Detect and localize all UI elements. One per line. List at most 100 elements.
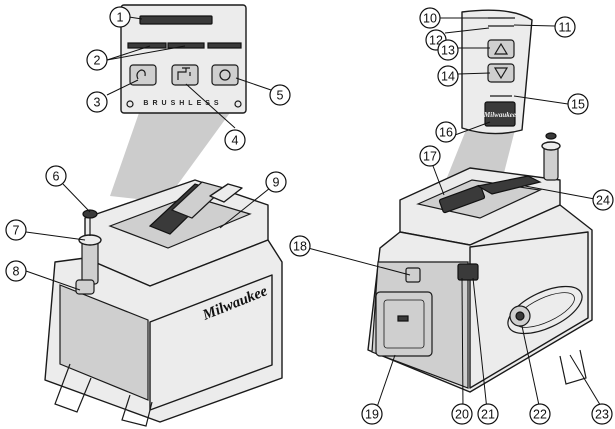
leader-6 xyxy=(62,183,91,213)
svg-text:24: 24 xyxy=(596,194,610,208)
callout-22: 22 xyxy=(529,403,551,425)
faucet-icon xyxy=(177,67,191,80)
leader-2b xyxy=(106,45,186,61)
svg-text:4: 4 xyxy=(232,134,239,148)
callout-15: 15 xyxy=(567,93,589,115)
callout-4: 4 xyxy=(224,129,246,151)
callout-20: 20 xyxy=(451,403,473,425)
leader-9 xyxy=(219,187,271,229)
left-outlet-fitting xyxy=(75,279,95,295)
left-foot-front xyxy=(54,363,92,413)
display-window xyxy=(139,15,213,25)
right-valve-cap xyxy=(541,141,561,151)
svg-text:21: 21 xyxy=(481,408,495,422)
brushless-label: BRUSHLESS xyxy=(143,100,222,107)
callout-23: 23 xyxy=(591,403,613,425)
callout-14: 14 xyxy=(437,65,459,87)
leader-23 xyxy=(569,354,603,409)
right-side-panel xyxy=(469,231,589,389)
callouts: 1 2 3 4 5 6 7 8 9 10 11 12 13 14 15 16 1… xyxy=(5,6,614,425)
svg-text:7: 7 xyxy=(13,224,20,238)
indicator-bar-center xyxy=(167,42,205,49)
callout-13: 13 xyxy=(437,39,459,61)
right-pressure-valve xyxy=(543,145,559,181)
leader-21 xyxy=(472,277,488,411)
svg-text:11: 11 xyxy=(559,21,572,35)
leader-22 xyxy=(521,325,541,411)
svg-text:3: 3 xyxy=(94,96,101,110)
svg-text:16: 16 xyxy=(439,126,453,140)
left-pressure-valve xyxy=(81,239,99,285)
left-inset-frame xyxy=(120,4,247,114)
indicator-bar-right xyxy=(207,42,242,49)
down-button xyxy=(487,63,515,83)
storage-door xyxy=(375,291,433,357)
leader-5 xyxy=(235,77,272,91)
right-battery xyxy=(438,184,486,214)
svg-text:18: 18 xyxy=(293,240,307,254)
callout-8: 8 xyxy=(5,260,27,282)
svg-text:5: 5 xyxy=(277,89,284,103)
down-arrow-icon xyxy=(493,67,509,80)
callout-2: 2 xyxy=(86,49,108,71)
leader-11 xyxy=(513,24,556,27)
left-control-panel-inset: BRUSHLESS xyxy=(110,4,247,202)
left-inset-projection xyxy=(110,110,232,202)
svg-text:2: 2 xyxy=(94,54,101,68)
power-button xyxy=(211,64,239,86)
leader-2a xyxy=(106,45,151,61)
svg-text:15: 15 xyxy=(571,98,585,112)
svg-text:8: 8 xyxy=(13,265,20,279)
callout-7: 7 xyxy=(5,219,27,241)
leader-12 xyxy=(444,27,490,34)
mode-button xyxy=(129,64,157,86)
leader-15 xyxy=(513,95,569,105)
water-inlet xyxy=(457,263,479,281)
leader-1 xyxy=(128,16,143,20)
inset-brand-logo: Milwaukee xyxy=(483,111,516,119)
storage-door-recess xyxy=(383,299,425,349)
hose-coil-outer xyxy=(507,285,583,335)
leader-18 xyxy=(307,247,411,276)
up-arrow-icon xyxy=(493,42,509,55)
left-machine: Milwaukee xyxy=(44,179,283,427)
right-machine xyxy=(367,132,593,393)
svg-text:6: 6 xyxy=(53,170,60,184)
leader-lines xyxy=(25,16,603,411)
leader-7 xyxy=(25,231,86,241)
left-side-panel xyxy=(149,274,273,411)
svg-text:19: 19 xyxy=(365,408,379,422)
hose-connector xyxy=(405,267,421,283)
left-valve-knob xyxy=(82,209,98,219)
right-valve-knob xyxy=(545,132,557,140)
callout-21: 21 xyxy=(477,403,499,425)
svg-text:9: 9 xyxy=(273,176,280,190)
callout-3: 3 xyxy=(86,91,108,113)
callout-17: 17 xyxy=(419,145,441,167)
storage-door-latch xyxy=(397,315,409,322)
svg-text:23: 23 xyxy=(595,408,609,422)
leader-3 xyxy=(106,79,139,96)
right-carry-handle xyxy=(476,175,542,195)
leader-16 xyxy=(454,121,491,136)
callout-11: 11 xyxy=(554,16,576,38)
left-front-panel xyxy=(59,284,149,401)
hose-reel-center xyxy=(515,311,525,321)
leader-14 xyxy=(457,72,491,75)
panel-screw-left xyxy=(126,100,134,108)
svg-text:13: 13 xyxy=(441,44,455,58)
power-icon xyxy=(219,69,231,81)
svg-text:22: 22 xyxy=(533,408,547,422)
svg-text:10: 10 xyxy=(423,12,437,26)
leader-8 xyxy=(25,270,81,291)
mode-icon xyxy=(136,69,146,80)
leader-24 xyxy=(524,185,601,201)
callout-19: 19 xyxy=(361,403,383,425)
callout-16: 16 xyxy=(435,121,457,143)
left-handle-end xyxy=(209,183,243,203)
leader-4 xyxy=(185,83,236,129)
svg-text:20: 20 xyxy=(455,408,469,422)
callout-1: 1 xyxy=(109,6,131,28)
